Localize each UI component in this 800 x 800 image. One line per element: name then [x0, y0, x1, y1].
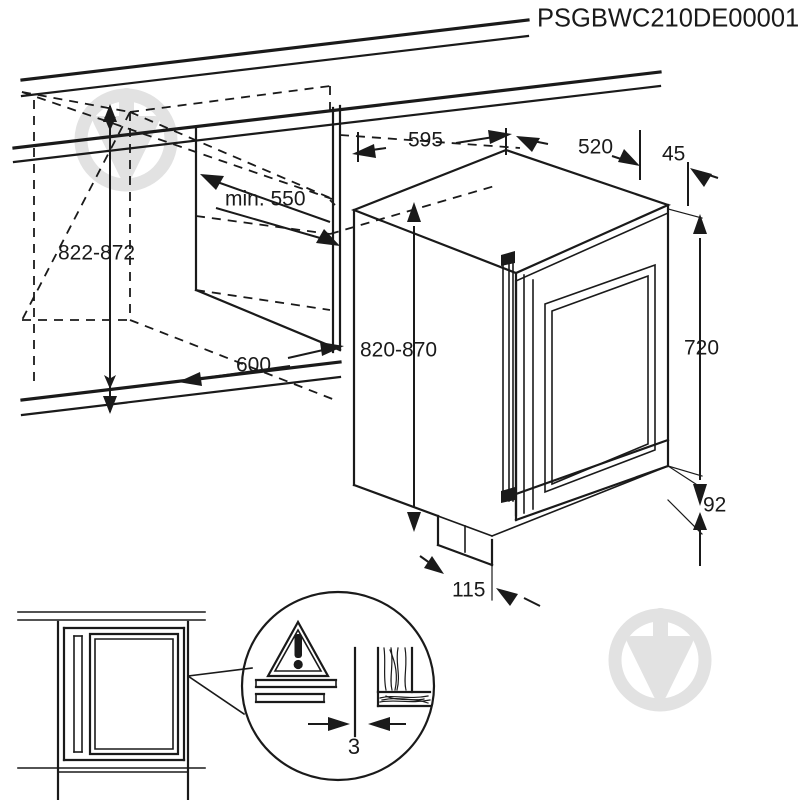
dim-plinth-height-92: 92 [667, 465, 726, 566]
label-detail-gap-3: 3 [348, 734, 360, 759]
label-top-depth-595: 595 [408, 129, 443, 152]
watermark-logo-top [74, 88, 178, 192]
dim-appliance-height: 820-870 [360, 202, 437, 532]
dim-top-offset-45: 45 [662, 143, 719, 206]
drawing-title: PSGBWC210DE00001 [537, 5, 799, 33]
dim-body-height-720: 720 [667, 208, 719, 506]
label-plinth-recess-115: 115 [452, 579, 485, 602]
dim-plinth-recess-115: 115 [419, 555, 541, 607]
label-niche-height: 822-872 [58, 242, 135, 265]
warning-triangle-icon [266, 619, 330, 678]
label-top-offset-45: 45 [662, 143, 685, 166]
wine-cooler-appliance [350, 148, 672, 601]
detail-contents [254, 619, 432, 738]
kitchen-niche-assembly [12, 18, 662, 417]
front-elevation-view [17, 611, 206, 800]
label-appliance-height: 820-870 [360, 339, 437, 362]
dim-top-depth-520: 520 [516, 130, 641, 180]
watermark-logo-bottom [608, 608, 712, 712]
label-top-depth-520: 520 [578, 136, 613, 159]
dim-top-depth-595: 595 [352, 128, 512, 162]
label-body-height-720: 720 [684, 337, 719, 360]
dim-niche-depth: min. 550 [200, 174, 340, 246]
label-plinth-height-92: 92 [703, 494, 726, 517]
label-niche-depth: min. 550 [225, 188, 306, 211]
dim-niche-height: 822-872 [58, 104, 135, 414]
detail-callout-balloon: 3 [186, 590, 436, 782]
dim-niche-width: 600 [178, 342, 344, 386]
label-niche-width: 600 [236, 354, 271, 377]
